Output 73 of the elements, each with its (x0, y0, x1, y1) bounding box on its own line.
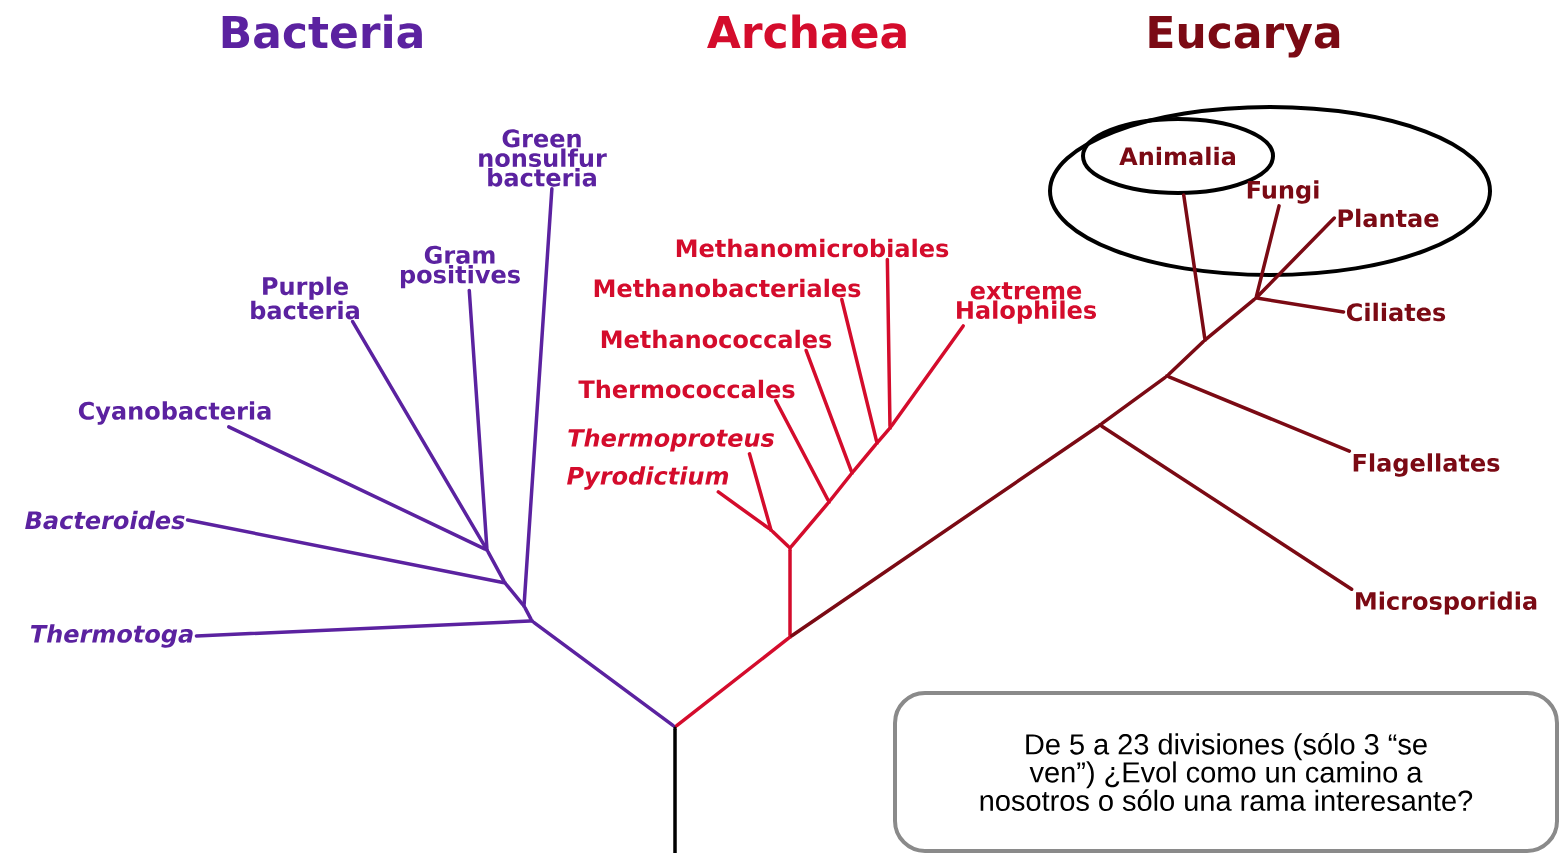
taxon-label: Gram positives (400, 245, 520, 289)
branch-line (350, 319, 488, 550)
taxon-label: Methanobacteriales (594, 278, 861, 298)
branch-point (769, 528, 773, 532)
taxon-label: Methanococcales (601, 329, 832, 349)
branch-point (1098, 423, 1102, 427)
branch-line (716, 490, 771, 531)
taxon-label: Bacteroides (25, 510, 185, 530)
text-box: De 5 a 23 divisiones (sólo 3 “se ven”) ¿Evol como un camino a nosotros o sólo una rama interesante? (893, 691, 1559, 853)
taxon-label: Green nonsulfur bacteria (479, 129, 607, 187)
branch-line (889, 324, 965, 428)
domain-title: Bacteria (222, 14, 422, 49)
branch-line (486, 550, 506, 583)
branch-point (1254, 296, 1258, 300)
branch-line (1181, 193, 1207, 340)
branch-line (532, 620, 675, 728)
branch-line (851, 442, 878, 474)
branch-line (840, 297, 879, 443)
branch-line (828, 472, 853, 502)
branch-point (1203, 338, 1207, 342)
taxon-label: Microsporidia (1356, 591, 1537, 615)
branch-line (1100, 375, 1167, 426)
taxon-label: Cyanobacteria (78, 401, 271, 425)
domain-title: Archaea (707, 14, 906, 49)
branch-line (523, 606, 533, 621)
branch-point (875, 441, 879, 445)
branch-line (1255, 216, 1337, 299)
branch-point (522, 604, 526, 608)
branch-line (675, 636, 791, 728)
taxon-label: Thermoproteus (568, 428, 774, 452)
branch-point (788, 546, 792, 550)
taxon-label: Purple bacteria (251, 276, 359, 320)
taxon-label: extreme Halophiles (957, 282, 1097, 324)
branch-point (530, 619, 534, 623)
branch-line (522, 187, 554, 606)
branch-point (673, 725, 677, 729)
taxon-label: Methanomicrobiales (676, 238, 949, 258)
taxon-label: Ciliates (1346, 302, 1446, 322)
domain-title: Eucarya (1149, 15, 1340, 58)
branch-point (485, 548, 489, 552)
branch-line (194, 619, 532, 638)
taxon-label: Plantae (1338, 208, 1439, 228)
taxon-label: Thermotoga (30, 624, 193, 648)
branch-line (1166, 339, 1206, 377)
ellipse (1048, 105, 1492, 277)
branch-line (773, 398, 830, 502)
branch-point (827, 500, 831, 504)
branch-point (788, 635, 792, 639)
branch-line (885, 257, 892, 428)
branch-line (1167, 375, 1352, 453)
branch-point (850, 471, 854, 475)
taxon-label: Pyrodictium (567, 466, 729, 490)
branch-line (185, 518, 505, 585)
branch-point (503, 581, 507, 585)
branch-line (467, 288, 489, 550)
branch-line (876, 427, 891, 444)
branch-line (1256, 296, 1346, 314)
branch-line (790, 424, 1100, 638)
branch-point (888, 426, 892, 430)
branch-line (1254, 204, 1281, 298)
branch-line (788, 548, 792, 637)
branch-line (804, 348, 853, 473)
branch-line (1100, 424, 1354, 591)
taxon-label: Flagellates (1353, 453, 1500, 477)
branch-line (504, 582, 525, 607)
branch-line (747, 452, 773, 530)
branch-line (1204, 297, 1257, 341)
branch-line (227, 425, 487, 551)
branch-line (770, 529, 791, 549)
branch-point (1165, 374, 1169, 378)
taxon-label: Thermococcales (578, 379, 795, 399)
branch-line (789, 501, 830, 549)
branch-line (673, 727, 677, 853)
